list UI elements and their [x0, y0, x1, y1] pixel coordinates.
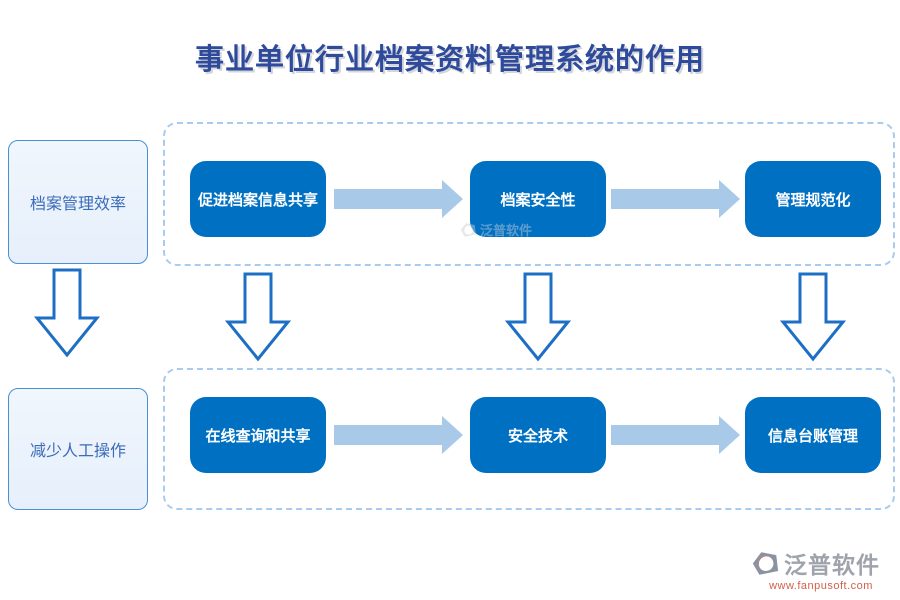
down-arrow-icon [225, 272, 291, 362]
right-arrow-icon [334, 416, 463, 454]
brand-url: www.fanpusoft.com [769, 580, 873, 592]
right-arrow-icon [334, 180, 463, 218]
page-title: 事业单位行业档案资料管理系统的作用 [194, 44, 705, 76]
step-label: 在线查询和共享 [205, 427, 311, 445]
step-promote-info-sharing: 促进档案信息共享 [190, 161, 326, 237]
down-arrow-icon [34, 268, 100, 358]
side-box-label: 减少人工操作 [29, 443, 126, 460]
step-security-technology: 安全技术 [470, 397, 606, 473]
step-info-ledger-management: 信息台账管理 [745, 397, 881, 473]
step-label: 安全技术 [507, 427, 568, 445]
brand-footer: 泛普软件 www.fanpusoft.com [750, 546, 892, 592]
side-box-archive-efficiency: 档案管理效率 [8, 140, 148, 264]
down-arrow-icon [505, 272, 571, 362]
bottom-flow-panel [163, 368, 895, 510]
step-archive-security: 档案安全性 [470, 161, 606, 237]
step-label: 促进档案信息共享 [197, 191, 318, 209]
step-online-query-sharing: 在线查询和共享 [190, 397, 326, 473]
right-arrow-icon [611, 416, 740, 454]
step-label: 信息台账管理 [767, 427, 858, 445]
down-arrow-icon [780, 272, 846, 362]
side-box-label: 档案管理效率 [29, 196, 126, 213]
step-label: 档案安全性 [500, 191, 576, 209]
fanpu-logo-icon [752, 551, 779, 575]
top-flow-panel [163, 122, 895, 266]
right-arrow-icon [611, 180, 740, 218]
side-box-reduce-manual-work: 减少人工操作 [8, 388, 148, 510]
step-standardized-management: 管理规范化 [745, 161, 881, 237]
step-label: 管理规范化 [775, 191, 851, 209]
brand-name: 泛普软件 [784, 552, 880, 578]
